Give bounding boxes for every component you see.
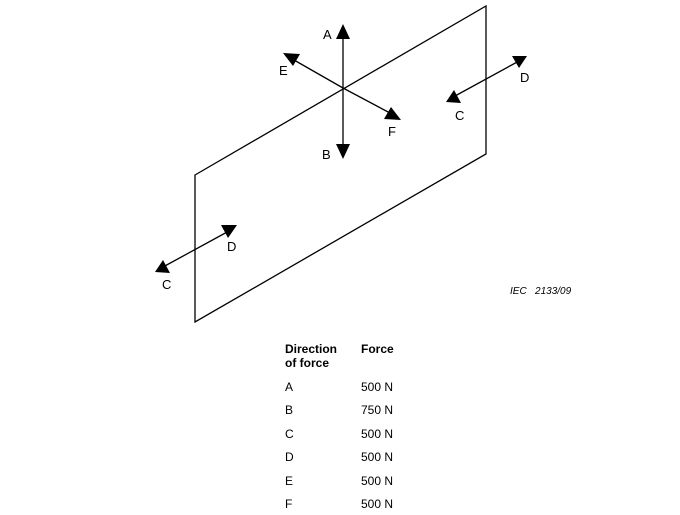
table-row: D 500 N: [285, 450, 441, 464]
label-d-left: D: [227, 239, 236, 254]
label-e: E: [279, 63, 288, 78]
label-f: F: [388, 124, 396, 139]
panel-outline: [194, 4, 487, 324]
arrow-head-a: [336, 24, 350, 39]
cell-direction: F: [285, 497, 293, 511]
cell-force: 750 N: [361, 403, 394, 417]
figure-reference: IEC 2133/09: [510, 286, 572, 297]
cell-force: 500 N: [361, 379, 394, 394]
arrow-head-b: [336, 144, 350, 159]
arrow-head-c-left: [155, 260, 170, 273]
table-row: A 500 N: [285, 380, 441, 394]
label-d-right: D: [520, 70, 529, 85]
label-c-left: C: [162, 277, 171, 292]
cell-direction: C: [285, 426, 294, 441]
header-direction: Direction of force: [285, 342, 338, 370]
table-row: F 500 N: [285, 497, 441, 511]
cell-direction: B: [285, 403, 294, 417]
cell-force: 500 N: [361, 497, 394, 511]
header-force: Force: [361, 342, 394, 356]
cell-force: 500 N: [361, 473, 394, 488]
arrow-head-d-left: [221, 225, 237, 238]
table-header: Direction of force Force: [285, 342, 441, 370]
arrow-head-d-right: [512, 56, 527, 68]
label-b: B: [322, 147, 331, 162]
force-direction-diagram: A E F B D C D C: [155, 4, 529, 324]
arrow-head-f: [384, 107, 401, 120]
label-a: A: [323, 27, 332, 42]
table-row: C 500 N: [285, 427, 441, 441]
cell-force: 500 N: [361, 426, 394, 441]
force-table: Direction of force Force A 500 N B 750 N…: [285, 342, 441, 511]
force-arrows-center: [283, 24, 401, 159]
arrow-head-c-right: [446, 90, 461, 103]
label-c-right: C: [455, 108, 464, 123]
table-row: E 500 N: [285, 474, 441, 488]
table-row: B 750 N: [285, 403, 441, 417]
cell-direction: E: [285, 473, 294, 488]
cell-direction: D: [285, 450, 294, 464]
arrow-head-e: [283, 53, 300, 66]
cell-force: 500 N: [361, 450, 394, 464]
force-arrows-left: [155, 225, 237, 273]
force-arrows-right: [446, 56, 527, 103]
cell-direction: A: [285, 379, 294, 394]
